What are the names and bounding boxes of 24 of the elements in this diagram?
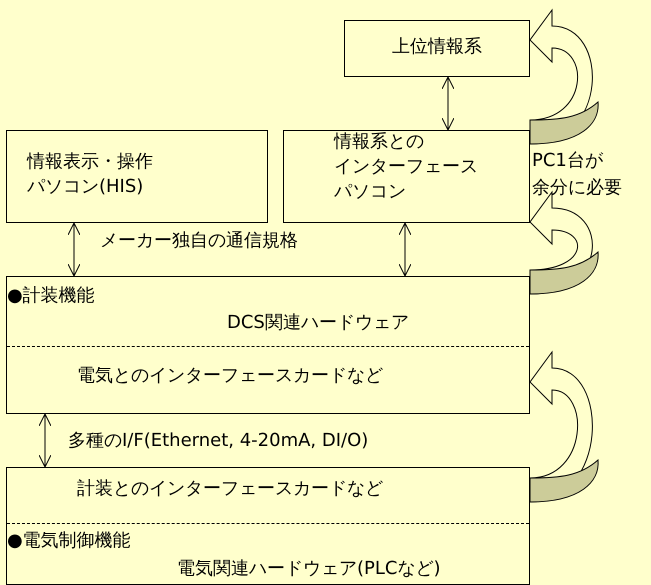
note-text: 余分に必要 — [532, 176, 622, 200]
box-text: 電気とのインターフェースカードなど — [77, 364, 384, 388]
double-arrow — [68, 222, 80, 276]
note-text: メーカー独自の通信規格 — [100, 229, 298, 252]
box-text: 計装とのインターフェースカードなど — [77, 477, 384, 501]
double-arrow — [442, 76, 454, 130]
box-text: ●電気制御機能 — [7, 529, 132, 553]
double-arrow — [38, 414, 52, 468]
note-text: PC1台が — [532, 149, 603, 172]
double-arrow — [398, 222, 412, 276]
box-text: DCS関連ハードウェア — [227, 311, 410, 335]
box-text: ●計装機能 — [7, 284, 96, 308]
box-text: 情報表示・操作パソコン(HIS) — [27, 150, 154, 200]
system-box — [6, 130, 268, 223]
box-text: 上位情報系 — [391, 35, 483, 59]
curved-block-arrow — [530, 10, 599, 144]
box-text: 電気関連ハードウェア(PLCなど) — [177, 557, 442, 581]
system-box — [6, 276, 530, 414]
curved-block-arrow — [530, 192, 599, 294]
system-box — [6, 467, 530, 585]
system-box — [344, 20, 530, 77]
box-text: 情報系とのインターフェースパソコン — [334, 130, 479, 204]
system-box — [283, 130, 530, 223]
curved-block-arrow — [530, 352, 599, 502]
